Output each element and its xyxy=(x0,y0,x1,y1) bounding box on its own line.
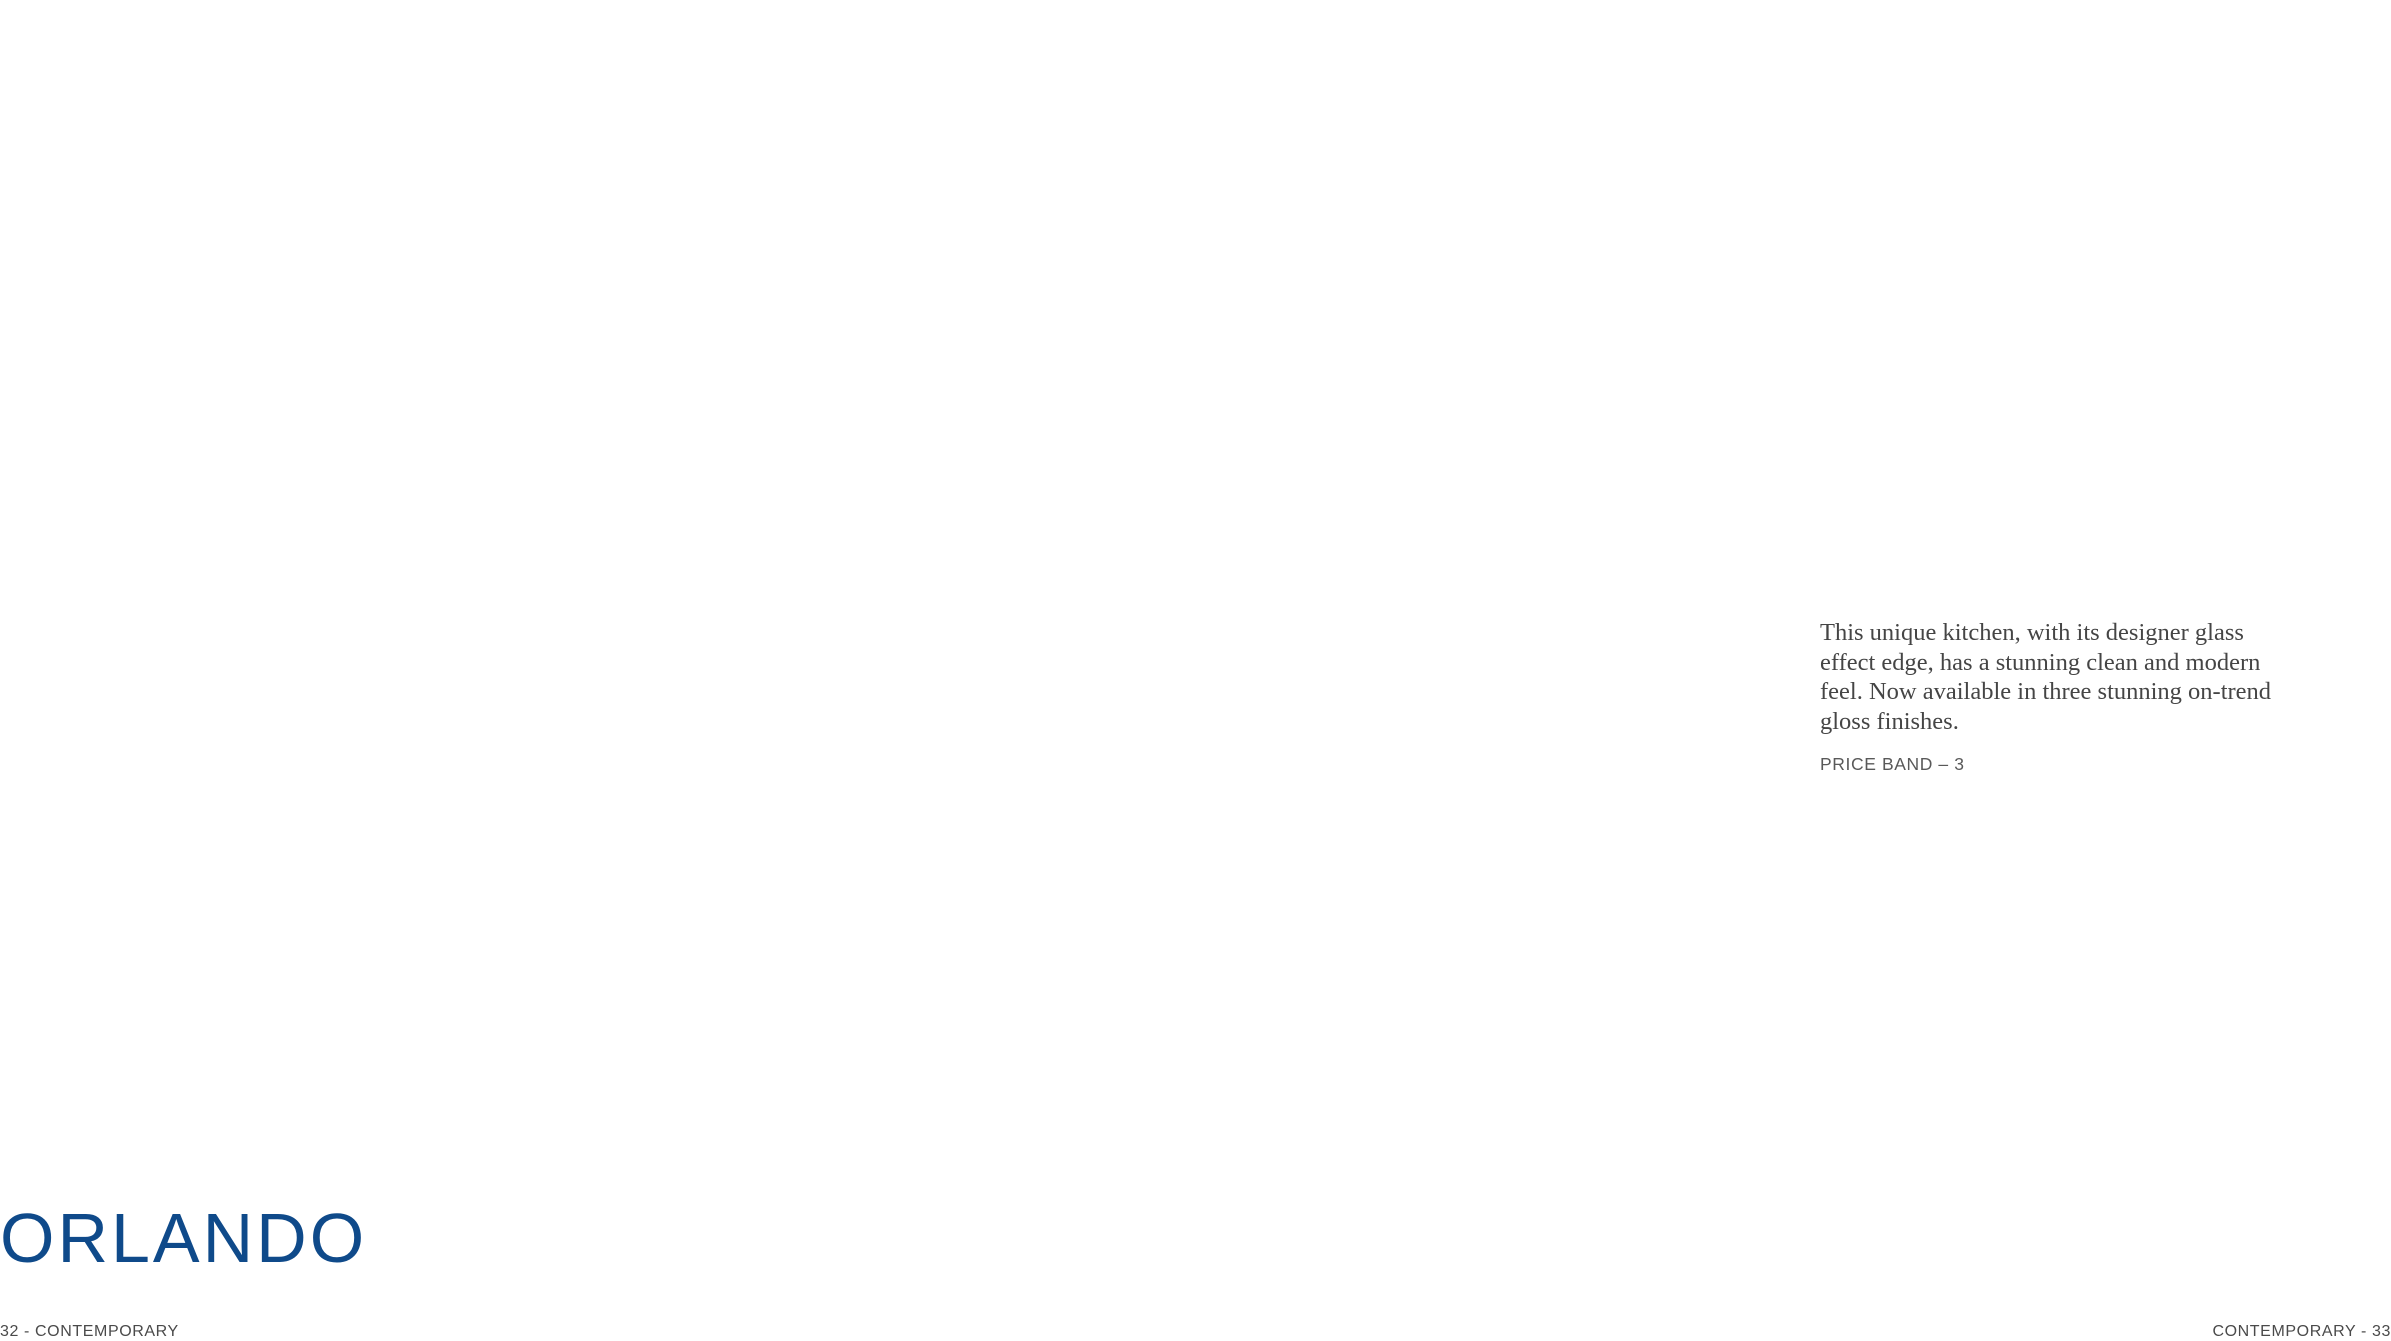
footer-right-page-number: CONTEMPORARY - 33 xyxy=(2212,1323,2391,1340)
product-description: This unique kitchen, with its designer g… xyxy=(1820,619,2272,735)
price-band-label: PRICE BAND – 3 xyxy=(1820,754,1965,774)
footer-left-page-number: 32 - CONTEMPORARY xyxy=(0,1323,179,1340)
product-title: ORLANDO xyxy=(0,1199,368,1277)
